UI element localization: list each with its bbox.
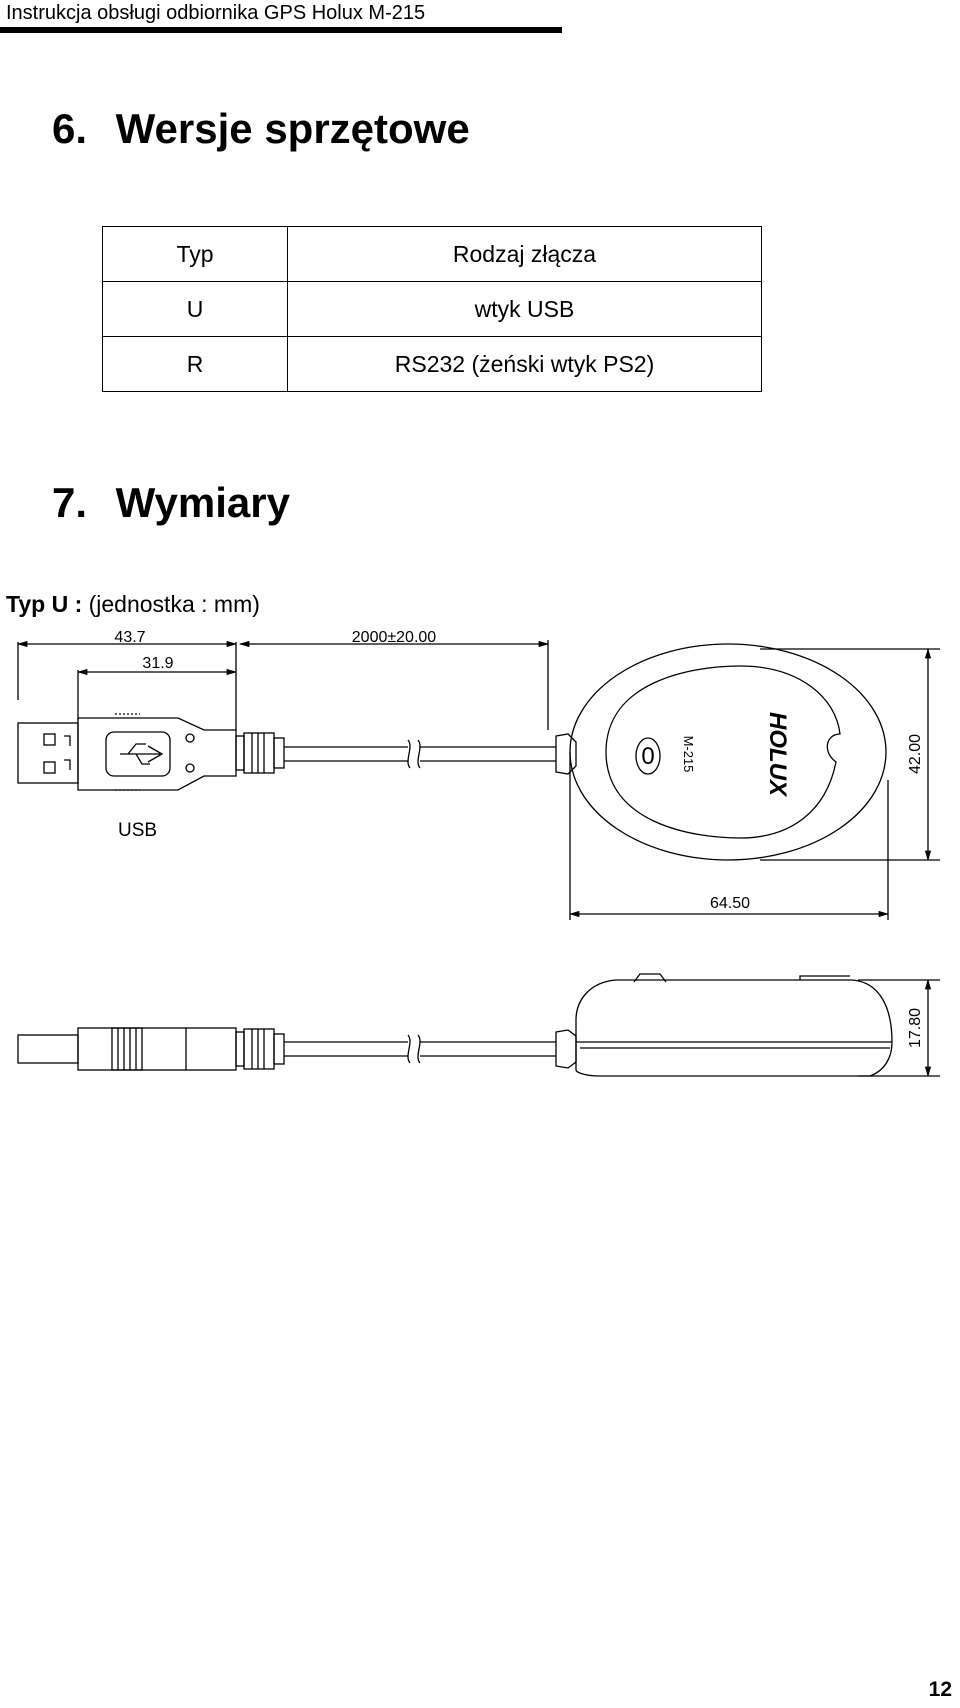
dimension-drawing: 43.7 31.9 2000±20.00 42.00 64.50 17.80 U…: [16, 630, 940, 1078]
subtitle-unit: (jednostka : mm): [82, 591, 260, 617]
dim-usb-body: [76, 668, 238, 720]
holux-logo: HOLUX: [764, 712, 791, 798]
table-row: U wtyk USB: [102, 281, 762, 337]
dim-label-device-width: 64.50: [710, 895, 750, 912]
dim-label-usb-total: 43.7: [114, 630, 145, 646]
dim-label-usb-body: 31.9: [142, 655, 173, 672]
header-rule: [0, 27, 562, 33]
dim-device-width: [568, 752, 890, 920]
section-7-title: Wymiary: [115, 479, 290, 526]
model-label: M-215: [681, 736, 696, 773]
table-row: R RS232 (żeński wtyk PS2): [102, 336, 762, 392]
dim-label-device-thickness: 17.80: [907, 1008, 924, 1048]
cable-side: [284, 1029, 577, 1069]
page-number: 12: [928, 1678, 952, 1701]
usb-body-top: [77, 713, 237, 791]
dim-device-thickness: [858, 978, 940, 1078]
usb-plug-side: [17, 1027, 237, 1071]
dim-usb-total: [16, 640, 238, 730]
subtitle-type: Typ U :: [6, 591, 83, 617]
section-6-title: Wersje sprzętowe: [115, 105, 470, 152]
section-6-number: 6.: [52, 105, 88, 152]
section-6-heading: 6. Wersje sprzętowe: [52, 104, 470, 154]
section-7-heading: 7. Wymiary: [52, 478, 290, 528]
table-header-cell: Rodzaj złącza: [287, 226, 762, 282]
table-cell: U: [102, 281, 288, 337]
table-header-row: Typ Rodzaj złącza: [102, 226, 762, 282]
device-side-view: [575, 973, 893, 1077]
dim-label-cable: 2000±20.00: [352, 630, 437, 646]
versions-table: Typ Rodzaj złącza U wtyk USB R RS232 (że…: [102, 226, 762, 392]
section-7-number: 7.: [52, 479, 88, 526]
dim-label-device-height: 42.00: [907, 734, 924, 774]
dimensions-subtitle: Typ U : (jednostka : mm): [6, 590, 260, 618]
usb-label: USB: [118, 820, 157, 841]
dim-device-height: [760, 647, 940, 862]
cable-top: [284, 733, 577, 775]
led-indicator: 0: [641, 743, 654, 770]
usb-strain-relief: [235, 732, 285, 774]
usb-strain-relief-side: [235, 1028, 285, 1070]
dim-cable: [238, 640, 550, 730]
table-cell: R: [102, 336, 288, 392]
table-cell: RS232 (żeński wtyk PS2): [287, 336, 762, 392]
header-title: Instrukcja obsługi odbiornika GPS Holux …: [6, 2, 426, 24]
device-top-view: [569, 643, 887, 861]
table-header-cell: Typ: [102, 226, 288, 282]
table-cell: wtyk USB: [287, 281, 762, 337]
usb-plug-top: [17, 722, 79, 784]
